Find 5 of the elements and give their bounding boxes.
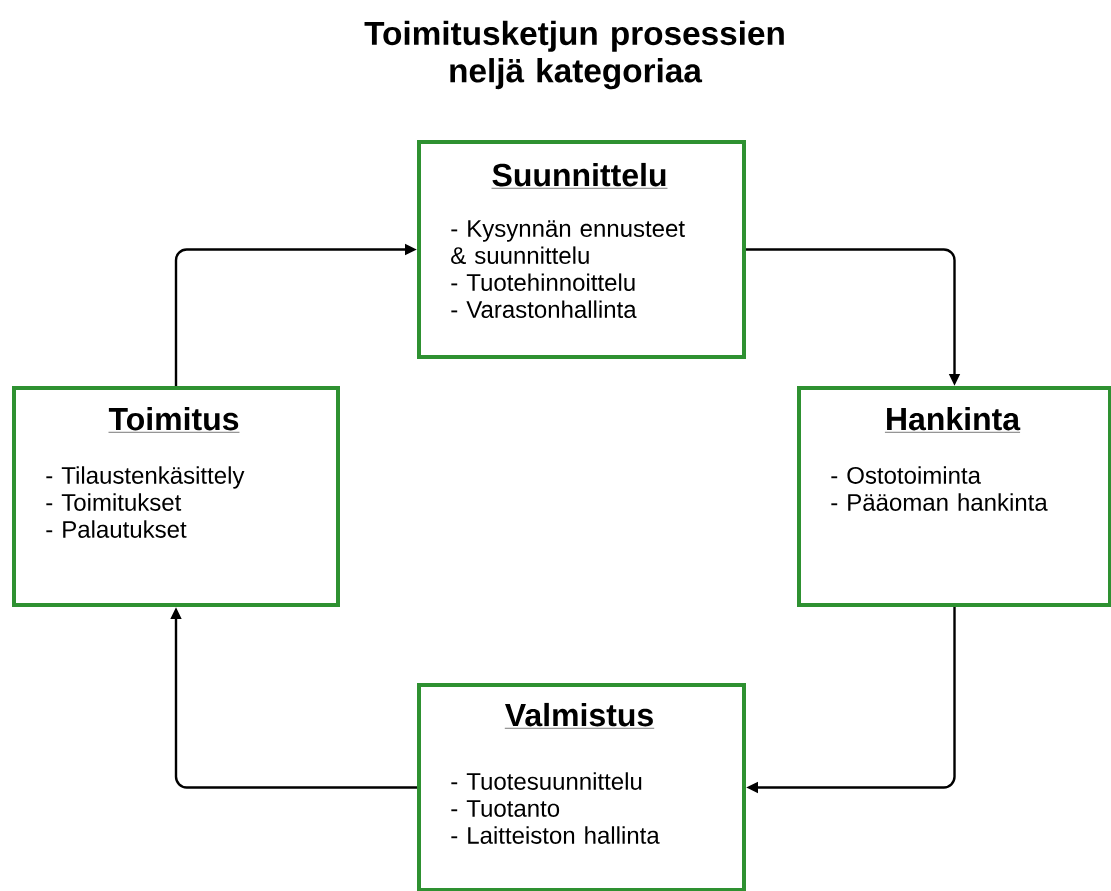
process-box: Valmistus - Tuotesuunnittelu - Tuotanto - Laitteiston hallinta [417,683,746,891]
process-box: Hankinta - Ostotoiminta - Pääoman hankinta [797,386,1111,607]
title: Toimitusketjun prosessien neljä kategoriaa [364,20,784,90]
process-box: Toimitus - Tilaustenkäsittely - Toimitukset - Palautukset [12,386,340,607]
process-box: Suunnittelu - Kysynnän ennusteet & suunnittelu - Tuotehinnoittelu - Varastonhallinta [417,140,746,359]
